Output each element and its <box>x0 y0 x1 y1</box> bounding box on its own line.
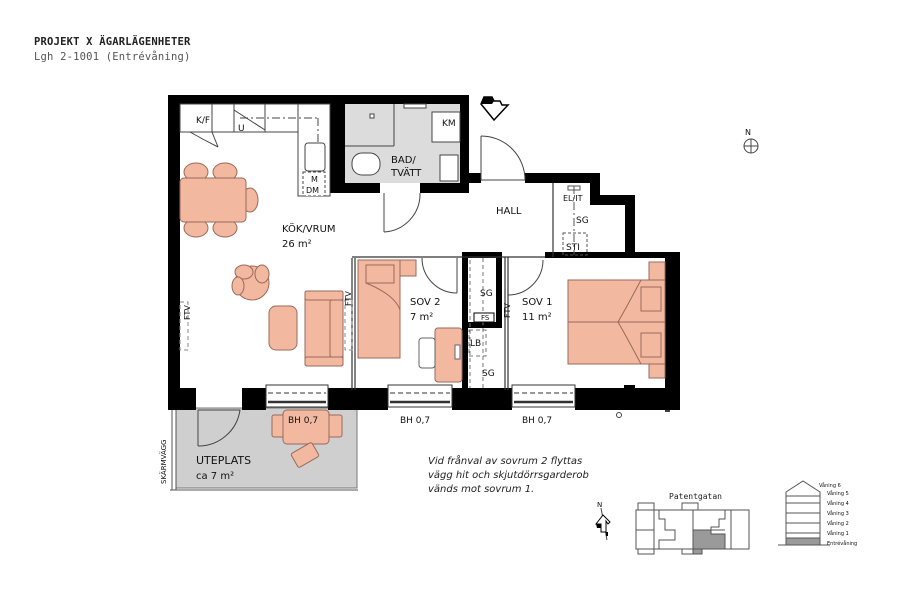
fuse-box-label: FS <box>481 314 490 322</box>
site-north-arrow-icon <box>594 507 611 541</box>
sov2-optout-note: Vid frånval av sovrum 2 flyttas vägg hit… <box>428 455 589 497</box>
linen-cabinet-label: LB <box>470 339 481 349</box>
hall-wardrobe-label: SG <box>576 216 589 226</box>
floor-label: Våning 5 <box>827 490 849 497</box>
kitchen-living-name: KÖK/VRUM <box>282 222 336 235</box>
street-name: Patentgatan <box>669 492 722 501</box>
tv-left-label: FTV <box>183 305 192 320</box>
bathroom-door[interactable] <box>383 192 421 233</box>
living-furniture <box>231 264 344 367</box>
sov2-area: 7 m² <box>410 312 433 323</box>
floor-label: Våning 4 <box>827 500 849 507</box>
patio-area: ca 7 m² <box>196 471 234 482</box>
sov2-bed <box>357 259 417 359</box>
walls <box>168 95 680 410</box>
patio-table <box>271 409 343 468</box>
entry-arrow-icon <box>480 96 510 122</box>
sov2-door[interactable] <box>421 257 458 294</box>
oven-label: U <box>238 124 245 134</box>
kitchen-living-area: 26 m² <box>282 239 312 250</box>
sov1-window-label: BH 0,7 <box>522 416 552 426</box>
bath-name-line2: TVÄTT <box>390 166 422 179</box>
sov1-door[interactable] <box>507 259 544 296</box>
sov2-name: SOV 2 <box>410 297 440 308</box>
sov1-area: 11 m² <box>522 312 552 323</box>
hall-name: HALL <box>496 206 522 217</box>
sov1-name: SOV 1 <box>522 297 552 308</box>
unit-subtitle: Lgh 2-1001 (Entrévåning) <box>34 51 191 63</box>
patio-name: UTEPLATS <box>196 454 251 467</box>
tv-mid-label: FTV <box>344 291 353 306</box>
floor-label: Våning 6 <box>819 482 841 489</box>
washing-machine-label: KM <box>442 119 456 129</box>
floor-diagram <box>778 480 830 546</box>
tv-sov1-label: FTV <box>503 303 512 318</box>
note-line: vägg hit och skjutdörrsgarderob <box>428 470 589 481</box>
compass-icon <box>743 138 759 154</box>
project-title: PROJEKT X ÄGARLÄGENHETER <box>34 36 191 48</box>
sov2-lower-wardrobe-label: SG <box>482 369 495 379</box>
broom-closet-label: STI <box>566 243 580 253</box>
screen-wall-label: SKÄRMVÄGG <box>159 440 168 484</box>
el-it-label: EL/IT <box>563 194 583 203</box>
patio-table-label: BH 0,7 <box>288 416 318 426</box>
patio-door[interactable] <box>197 409 241 447</box>
floor-labels: Våning 6 Våning 5 Våning 4 Våning 3 Våni… <box>819 482 857 547</box>
microwave-label: M <box>311 175 318 184</box>
note-line: Vid frånval av sovrum 2 flyttas <box>428 456 583 467</box>
sov2-window-label: BH 0,7 <box>400 416 430 426</box>
windows <box>265 384 576 408</box>
note-line: vänds mot sovrum 1. <box>428 484 535 495</box>
floor-label: Våning 2 <box>827 520 849 527</box>
entrance-door[interactable] <box>480 135 526 181</box>
compass-north-label: N <box>745 128 751 137</box>
site-plan: Patentgatan <box>635 492 750 555</box>
sov1-bed <box>567 261 666 379</box>
floor-label: Våning 1 <box>827 530 849 537</box>
floor-label-highlighted: Entrévåning <box>827 540 857 547</box>
sov2-wardrobe-label: SG <box>480 289 493 299</box>
kitchen-counter <box>179 103 331 197</box>
bathroom-fixtures <box>345 103 461 182</box>
fridge-label: K/F <box>196 116 210 126</box>
site-north-label: N <box>597 501 602 509</box>
bath-name-line1: BAD/ <box>391 155 416 166</box>
floor-label: Våning 3 <box>827 510 849 517</box>
dining-table <box>179 162 259 238</box>
dishwasher-label: DM <box>306 186 319 195</box>
